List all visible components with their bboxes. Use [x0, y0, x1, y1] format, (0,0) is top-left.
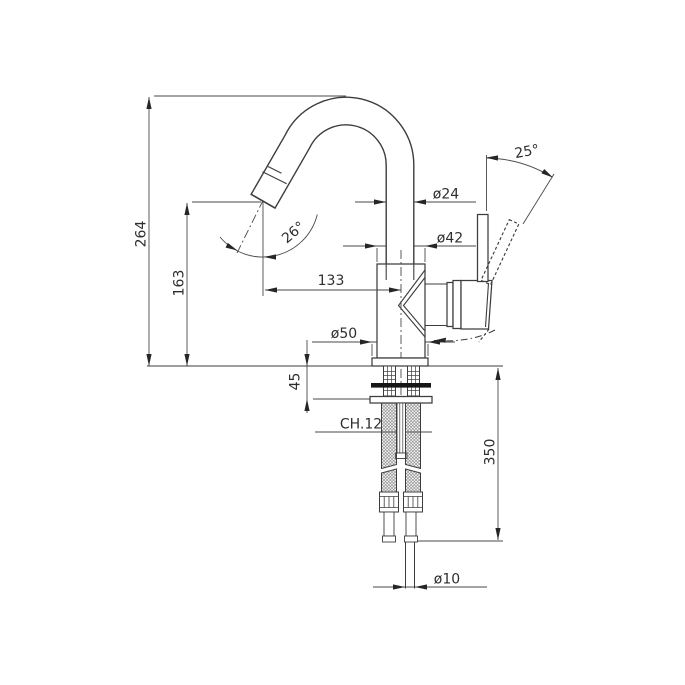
label-spout-diameter: ø24 — [433, 187, 459, 203]
clamp-plate — [369, 395, 433, 404]
label-outlet-angle: 26° — [279, 219, 308, 247]
hose-tail-right — [405, 511, 417, 537]
label-overall-height: 264 — [134, 221, 150, 248]
label-clamp-height: 45 — [288, 373, 304, 391]
hose-left-upper — [381, 402, 397, 470]
axis-line-outlet — [236, 168, 280, 254]
arc-outlet-angle — [219, 214, 318, 258]
cartridge-tilted-dashed — [478, 328, 490, 343]
label-lever-angle: 25° — [513, 142, 540, 162]
hose-fitting-right — [403, 491, 423, 513]
mounting-stud-left — [383, 365, 396, 397]
label-outlet-height: 163 — [172, 270, 188, 297]
label-inlet-diameter: ø10 — [434, 572, 460, 588]
hose-fitting-left — [379, 491, 399, 513]
spout-fill — [252, 97, 414, 280]
label-spout-reach: 133 — [318, 273, 345, 289]
ext-line-lever-tilted — [522, 173, 555, 225]
hose-tail-left-cap — [382, 535, 396, 543]
hose-tail-left — [383, 511, 395, 537]
cartridge-collar-ring1 — [446, 281, 454, 328]
aerator-joint-line — [262, 171, 287, 185]
faucet-body-group — [147, 96, 520, 589]
hose-left-lower — [381, 468, 397, 493]
mounting-stud-right — [407, 365, 420, 397]
lever-sweep-arc — [433, 329, 496, 342]
base-flange — [371, 357, 429, 367]
hose-tail-right-cap — [404, 535, 418, 543]
horseshoe-washer — [371, 383, 431, 388]
cartridge-collar-ring2 — [452, 279, 462, 330]
hose-right-lower — [405, 468, 421, 493]
aerator-joint-tick — [267, 166, 282, 174]
miter-chevron-outer — [397, 269, 426, 338]
miter-chevron-inner — [402, 277, 426, 332]
hose-right-upper — [405, 402, 421, 470]
label-body-diameter: ø42 — [437, 231, 463, 247]
label-nut-wrench: CH.12 — [340, 417, 382, 433]
label-hose-length: 350 — [483, 439, 499, 466]
lever-rod-tilted-dashed — [480, 218, 520, 286]
dimension-labels: 264 163 133 ø24 ø42 25° 26° ø50 45 CH.12… — [134, 142, 541, 588]
dimension-arrows — [146, 97, 553, 590]
lever-rod — [476, 213, 489, 283]
cartridge-end-cap-line — [484, 282, 490, 328]
label-base-diameter: ø50 — [331, 326, 357, 342]
